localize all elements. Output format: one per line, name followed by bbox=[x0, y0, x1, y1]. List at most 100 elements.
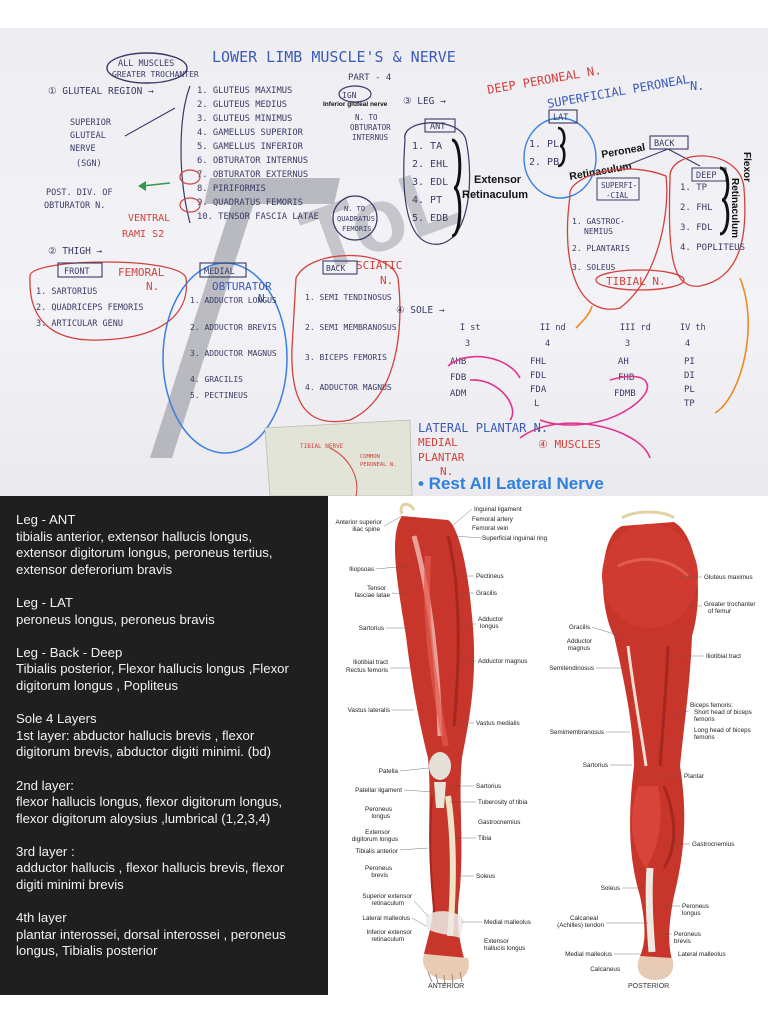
svg-text:1. PL: 1. PL bbox=[529, 139, 559, 150]
title-box: ALL MUSCLES GREATER TROCHANTER bbox=[106, 52, 199, 84]
svg-text:N.: N. bbox=[258, 292, 271, 305]
svg-text:magnus: magnus bbox=[568, 645, 590, 652]
svg-text:3: 3 bbox=[625, 339, 630, 349]
board-title: LOWER LIMB MUSCLE'S & NERVE bbox=[212, 48, 456, 66]
svg-text:5. GAMELLUS INFERIOR: 5. GAMELLUS INFERIOR bbox=[197, 142, 304, 152]
post-div-note: POST. DIV. OF OBTURATOR N. bbox=[44, 188, 113, 211]
svg-text:Tibialis anterior: Tibialis anterior bbox=[356, 848, 398, 855]
svg-text:Adductor: Adductor bbox=[567, 638, 592, 645]
svg-text:N.: N. bbox=[440, 465, 453, 478]
svg-text:3. ARTICULAR GENU: 3. ARTICULAR GENU bbox=[36, 319, 123, 329]
svg-text:I st: I st bbox=[460, 323, 480, 333]
svg-text:Vastus lateralis: Vastus lateralis bbox=[348, 707, 390, 714]
svg-text:Gracilis: Gracilis bbox=[569, 624, 590, 631]
quadratus-note: N. TO QUADRATUS FEMORIS bbox=[337, 205, 375, 233]
svg-text:IV th: IV th bbox=[680, 323, 706, 333]
svg-text:2. ADDUCTOR BREVIS: 2. ADDUCTOR BREVIS bbox=[190, 323, 277, 332]
svg-text:Semitendinosus: Semitendinosus bbox=[549, 665, 594, 672]
svg-text:N. TO: N. TO bbox=[344, 205, 365, 213]
rest-all-lateral-caption: • Rest All Lateral Nerve bbox=[418, 474, 604, 493]
flexor-retinaculum-1: Flexor bbox=[741, 152, 752, 182]
svg-text:1. GLUTEUS MAXIMUS: 1. GLUTEUS MAXIMUS bbox=[197, 86, 292, 96]
anterior-left-labels: Anterior superior iliac spine Iliopsoas … bbox=[335, 519, 412, 943]
sole-layer-1: AHB FDB ADM bbox=[450, 357, 467, 399]
svg-text:III rd: III rd bbox=[620, 323, 651, 333]
svg-text:ANT: ANT bbox=[430, 122, 445, 132]
svg-text:digitorum longus: digitorum longus bbox=[352, 836, 398, 843]
svg-text:NEMIUS: NEMIUS bbox=[584, 227, 613, 236]
svg-text:4. GAMELLUS SUPERIOR: 4. GAMELLUS SUPERIOR bbox=[197, 128, 304, 138]
svg-text:Sartorius: Sartorius bbox=[476, 783, 501, 790]
svg-text:GREATER TROCHANTER: GREATER TROCHANTER bbox=[112, 70, 199, 79]
svg-text:4: 4 bbox=[545, 339, 550, 349]
svg-text:Calcaneal: Calcaneal bbox=[570, 915, 598, 922]
svg-text:2. PB: 2. PB bbox=[529, 157, 559, 168]
notes-panel: Leg - ANT tibialis anterior, extensor ha… bbox=[0, 496, 328, 995]
ign-note: Inferior gluteal nerve bbox=[323, 101, 388, 108]
svg-text:TIBIAL N.: TIBIAL N. bbox=[606, 275, 666, 288]
note-sole-layer-2: 2nd layer: flexor hallucis longus, flexo… bbox=[16, 777, 283, 826]
svg-text:Pectineus: Pectineus bbox=[476, 573, 504, 580]
svg-text:3. GLUTEUS MINIMUS: 3. GLUTEUS MINIMUS bbox=[197, 114, 292, 124]
svg-text:BACK: BACK bbox=[654, 139, 675, 149]
svg-text:7. OBTURATOR EXTERNUS: 7. OBTURATOR EXTERNUS bbox=[197, 170, 308, 180]
gluteal-muscle-list: 1. GLUTEUS MAXIMUS 2. GLUTEUS MEDIUS 3. … bbox=[197, 86, 319, 222]
ign-label: IGN bbox=[342, 91, 357, 100]
svg-text:longus: longus bbox=[682, 910, 701, 917]
svg-text:Medial malleolus: Medial malleolus bbox=[565, 951, 612, 958]
svg-text:Tuberosity of tibia: Tuberosity of tibia bbox=[478, 799, 528, 806]
sole-layer-3: AH FHB FDMB bbox=[614, 357, 636, 399]
svg-text:4. ADDUCTOR MAGNUS: 4. ADDUCTOR MAGNUS bbox=[305, 383, 392, 392]
svg-text:SCIATIC: SCIATIC bbox=[356, 259, 402, 272]
svg-text:Peroneus: Peroneus bbox=[682, 903, 709, 910]
svg-text:Peroneus: Peroneus bbox=[365, 806, 392, 813]
svg-text:Gluteus maximus: Gluteus maximus bbox=[704, 574, 753, 581]
svg-text:Soleus: Soleus bbox=[601, 885, 620, 892]
part-label: PART - 4 bbox=[348, 73, 391, 83]
medial-plantar-label: MEDIAL PLANTAR N. bbox=[418, 436, 465, 478]
svg-text:3. BICEPS FEMORIS: 3. BICEPS FEMORIS bbox=[305, 353, 387, 362]
svg-text:Peroneus: Peroneus bbox=[674, 931, 701, 938]
svg-text:9. QUADRATUS FEMORIS: 9. QUADRATUS FEMORIS bbox=[197, 198, 303, 208]
svg-text:L: L bbox=[534, 399, 539, 409]
anterior-right-labels: Inguinal ligament Femoral artery Femoral… bbox=[472, 506, 548, 952]
svg-text:3: 3 bbox=[465, 339, 470, 349]
svg-text:Tibia: Tibia bbox=[478, 835, 492, 842]
svg-text:Calcaneus: Calcaneus bbox=[590, 966, 620, 973]
svg-text:POST. DIV. OF: POST. DIV. OF bbox=[46, 188, 113, 198]
svg-text:Gracilis: Gracilis bbox=[476, 590, 497, 597]
svg-text:FEMORIS: FEMORIS bbox=[342, 225, 372, 233]
svg-text:TP: TP bbox=[684, 399, 695, 409]
svg-text:1. ADDUCTOR LONGUS: 1. ADDUCTOR LONGUS bbox=[190, 296, 277, 305]
svg-text:Adductor magnus: Adductor magnus bbox=[478, 658, 527, 665]
leg-lat-group: LAT 1. PL 2. PB bbox=[523, 109, 597, 199]
svg-text:N.: N. bbox=[690, 79, 704, 93]
tibial-nerve-label: TIBIAL N. bbox=[595, 269, 685, 291]
svg-text:longus: longus bbox=[480, 623, 499, 630]
leg-muscle-diagram: Anterior superior iliac spine Iliopsoas … bbox=[335, 502, 755, 990]
svg-text:COMMON: COMMON bbox=[360, 454, 380, 460]
note-sole-layer-3: 3rd layer : adductor hallucis , flexor h… bbox=[16, 843, 285, 893]
svg-text:N.: N. bbox=[380, 274, 393, 287]
posterior-right-labels: Gluteus maximus Greater trochanter of fe… bbox=[674, 574, 755, 958]
svg-text:N. TO: N. TO bbox=[355, 113, 378, 122]
svg-text:FDB: FDB bbox=[450, 373, 466, 383]
svg-text:GLUTEAL: GLUTEAL bbox=[70, 131, 106, 141]
note-sole-layer-1: Sole 4 Layers 1st layer: abductor halluc… bbox=[16, 711, 272, 760]
svg-text:2. GLUTEUS MEDIUS: 2. GLUTEUS MEDIUS bbox=[197, 100, 287, 110]
sole-layers: I st II nd III rd IV th 3 4 3 4 bbox=[460, 323, 706, 349]
note-leg-lat: Leg - LAT peroneus longus, peroneus brav… bbox=[16, 594, 215, 627]
leg-back-group: BACK SUPERFI- -CIAL 1. GASTROC- NEMIUS 2… bbox=[566, 135, 746, 310]
svg-text:-CIAL: -CIAL bbox=[606, 191, 629, 200]
svg-text:AH: AH bbox=[618, 357, 629, 367]
svg-text:FEMORAL: FEMORAL bbox=[118, 266, 165, 279]
svg-text:iliac spine: iliac spine bbox=[352, 526, 380, 533]
svg-text:Inguinal ligament: Inguinal ligament bbox=[474, 506, 522, 513]
svg-text:retinaculum: retinaculum bbox=[371, 900, 404, 907]
sgn-note: SUPERIOR GLUTEAL NERVE (SGN) bbox=[70, 118, 112, 169]
svg-text:5. EDB: 5. EDB bbox=[412, 213, 448, 224]
sole-header: ④ SOLE → bbox=[396, 305, 445, 316]
posterior-leg bbox=[602, 510, 698, 980]
svg-text:femoris: femoris bbox=[694, 734, 715, 741]
svg-text:LAT: LAT bbox=[553, 113, 568, 123]
